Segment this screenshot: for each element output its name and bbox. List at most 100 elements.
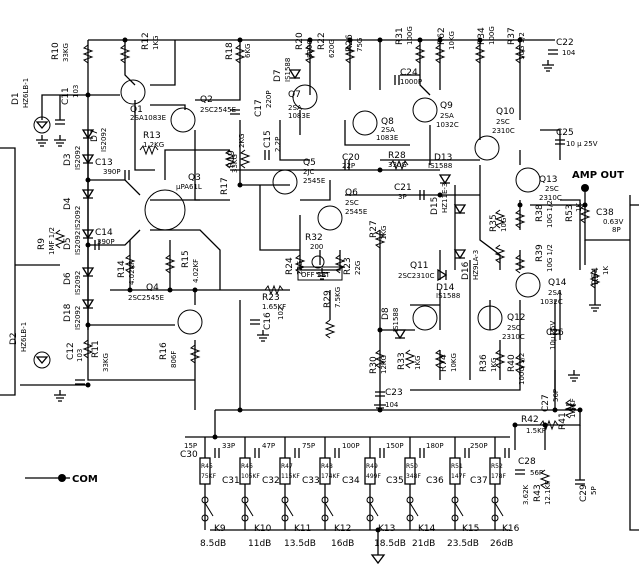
r15-value: 4.02KF (192, 259, 200, 283)
r30-label: R30 (369, 356, 379, 374)
d3-label: D3 (63, 153, 73, 166)
c17-label: C17 (254, 99, 264, 117)
c36-value: 180P (426, 442, 444, 450)
c28-label: C28 (518, 457, 536, 467)
q10-value: 2SC (496, 118, 510, 126)
r33-value: 1KG (414, 356, 422, 370)
c28-value: 56P (530, 469, 543, 477)
q7-symbol (292, 84, 318, 110)
q7-label: Q7 (288, 90, 301, 100)
offset-label: OFF SET (301, 271, 331, 279)
c38-value: 0.63V (603, 218, 624, 226)
gain-label-6: 21dB (412, 539, 435, 549)
c30-value: 15P (184, 442, 197, 450)
q6-value2: 2545E (345, 208, 367, 216)
d15-label: D15 (430, 197, 440, 215)
r52-value: 178F (491, 473, 506, 480)
gain-label-1: 8.5dB (200, 539, 226, 549)
q3-label: Q3 (188, 173, 201, 183)
c25-label: C25 (556, 128, 574, 138)
c24-value: 1000P (400, 78, 422, 86)
r10-value: 33KG (62, 43, 70, 62)
c25-value: 10 μ 25V (566, 140, 598, 148)
r34-value: 100G (488, 26, 496, 45)
r48-label: R48 (321, 463, 333, 470)
d18-value: IS2092 (74, 306, 82, 330)
q12-value: 2SC (507, 324, 521, 332)
r50-label: R50 (406, 463, 418, 470)
q1-symbol (120, 79, 146, 105)
d14-value: IS1588 (436, 292, 460, 300)
c14-value: 390P (97, 238, 115, 246)
q9-value2: 1032C (436, 121, 459, 129)
c16-value: 102 (277, 307, 285, 320)
r54-label: R54 (591, 267, 601, 285)
k10-label: K10 (254, 524, 272, 534)
q10-value2: 2310C (492, 127, 515, 135)
r43-label: R43 (533, 484, 543, 502)
c35-value: 150P (386, 442, 404, 450)
q6-value: 2SC (345, 199, 359, 207)
q2-value: 2SC2545E (200, 106, 236, 114)
r9-label: R9 (37, 238, 47, 250)
offset-box (297, 266, 343, 281)
r20-value: 820G (306, 39, 314, 58)
gain-label-8: 26dB (490, 539, 513, 549)
r32-value: 200 (310, 243, 323, 251)
d1-value: HZ6LB-1 (22, 78, 30, 108)
q2-symbol (170, 107, 196, 133)
c15-label: C15 (263, 130, 273, 148)
r35-value: 10G (500, 218, 508, 232)
q12-label: Q12 (507, 313, 526, 323)
c30-label: C30 (180, 450, 198, 460)
c31-label: C31 (222, 476, 240, 486)
r31-label: R31 (395, 27, 405, 45)
c29-value: 5P (590, 486, 598, 495)
c21-value: 3P (398, 193, 407, 201)
gain-label-5: 18.5dB (374, 539, 406, 549)
r47-value: 115KF (281, 473, 300, 480)
r24-label: R24 (285, 257, 295, 275)
r11-value: 33KG (102, 353, 110, 372)
q8-value2: 1083E (376, 134, 398, 142)
c11-label: C11 (61, 87, 71, 105)
k16-label: K16 (502, 524, 520, 534)
r39-value: 10G 1/2 (546, 244, 554, 272)
r53-value: 1K (575, 203, 583, 212)
q8-label: Q8 (381, 117, 394, 127)
r22-value: 620G (328, 39, 336, 58)
q11-value: 2SC2310C (398, 272, 435, 280)
r32-label: R32 (305, 233, 323, 243)
r18-label: R18 (225, 42, 235, 60)
q11-label: Q11 (410, 261, 429, 271)
q11-symbol (412, 305, 438, 331)
d6-label: D6 (63, 272, 73, 285)
d1-label: D1 (11, 92, 21, 105)
r52-label: R52 (491, 463, 503, 470)
q7-value: 2SA (288, 104, 302, 112)
r10-label: R10 (51, 42, 61, 60)
c12-value: 103 (76, 349, 84, 362)
r28-value: 330G (388, 161, 407, 169)
r45-label: R45 (201, 463, 213, 470)
c21-label: C21 (394, 183, 412, 193)
c38-label: C38 (596, 208, 614, 218)
gain-label-2: 11dB (248, 539, 271, 549)
r23-label: R23 (262, 293, 280, 303)
q10-symbol (474, 135, 500, 161)
r39-label: R39 (535, 244, 545, 262)
r13-value: 1.2KG (143, 141, 164, 149)
r12-label: R12 (141, 32, 151, 50)
d16-value: HZ9LA-3 (472, 250, 480, 280)
r26-label: R26 (345, 34, 355, 52)
c14-label: C14 (95, 228, 113, 238)
r54-value: 1K (602, 266, 610, 275)
c20-value: 22P (342, 162, 355, 170)
q5-symbol (272, 169, 298, 195)
r14-value: 4.02KF (128, 261, 136, 285)
q14-symbol (515, 272, 541, 298)
r15-label: R15 (181, 250, 191, 268)
c22-value: 104 (562, 49, 576, 57)
r53-label: R53 (565, 204, 575, 222)
r20-label: R20 (295, 32, 305, 50)
